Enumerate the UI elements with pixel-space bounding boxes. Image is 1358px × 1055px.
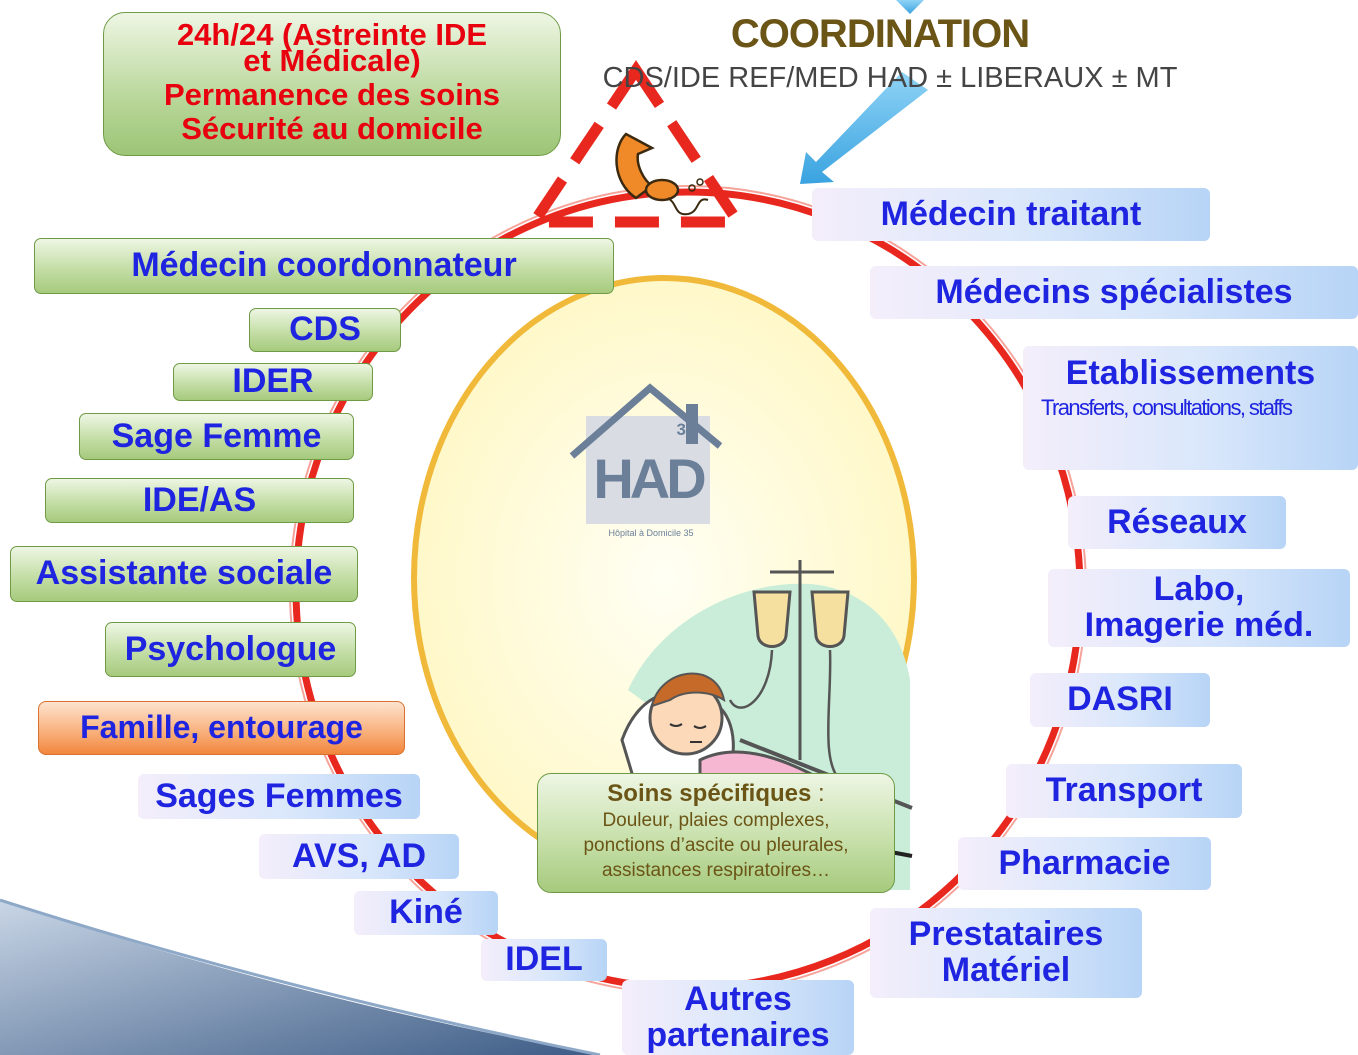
coordination-arrow xyxy=(800,72,928,184)
node-sages-femmes: Sages Femmes xyxy=(138,774,420,819)
node-medecin-coordonnateur: Médecin coordonnateur xyxy=(34,238,614,294)
node-pharmacie: Pharmacie xyxy=(958,837,1211,890)
soins-line-3: assistances respiratoires… xyxy=(601,859,831,881)
astreinte-line-3: Sécurité au domicile xyxy=(181,111,483,147)
soins-heading-suffix: : xyxy=(811,780,825,807)
astreinte-line-2: Permanence des soins xyxy=(164,76,500,112)
node-labo-imagerie: Labo, Imagerie méd. xyxy=(1048,569,1350,647)
astreinte-line-1: 24h/24 (Astreinte IDE et Médicale) xyxy=(176,17,488,79)
node-assistante-sociale: Assistante sociale xyxy=(10,546,358,602)
had-logo-text: HAD xyxy=(593,447,706,510)
node-medecin-traitant: Médecin traitant xyxy=(812,188,1210,241)
coordination-subtitle: CDS/IDE REF/MED HAD ± LIBERAUX ± MT xyxy=(602,62,1178,94)
soins-heading: Soins spécifiques xyxy=(607,780,812,807)
node-autres-partenaires: Autres partenaires xyxy=(622,980,854,1055)
node-prestataires-line-2: Matériel xyxy=(941,951,1071,989)
node-psychologue: Psychologue xyxy=(105,622,356,677)
soins-line-1: Douleur, plaies complexes, xyxy=(602,810,830,832)
had-logo-number: 35 xyxy=(676,420,696,439)
coordination-title: COORDINATION xyxy=(730,12,1030,56)
node-labo-line-2: Imagerie méd. xyxy=(1084,606,1314,644)
alert-triangle xyxy=(523,60,749,228)
node-ide-as: IDE/AS xyxy=(45,478,354,523)
node-autres-line-2: partenaires xyxy=(646,1015,830,1054)
node-ider: IDER xyxy=(173,363,373,401)
phone-icon xyxy=(615,132,709,216)
node-etablissements-label: Etablissements xyxy=(1065,354,1316,392)
node-etablissements: Etablissements Transferts, consultations… xyxy=(1023,346,1358,470)
top-arrow-stub xyxy=(896,0,924,14)
node-prestataires-materiel: Prestataires Matériel xyxy=(870,908,1142,998)
node-labo-line-1: Labo, xyxy=(1153,570,1245,609)
astreinte-box: 24h/24 (Astreinte IDE et Médicale) Perma… xyxy=(103,12,561,156)
node-transport: Transport xyxy=(1006,764,1242,818)
node-idel: IDEL xyxy=(481,939,607,981)
had-logo-caption: Hôpital à Domicile 35 xyxy=(608,528,694,538)
soins-specifiques-box: Soins spécifiques : Douleur, plaies comp… xyxy=(537,773,895,893)
node-dasri: DASRI xyxy=(1030,673,1210,727)
node-kine: Kiné xyxy=(354,891,498,935)
had-logo xyxy=(569,383,723,524)
soins-line-2: ponctions d’ascite ou pleurales, xyxy=(583,834,849,856)
corner-wedge xyxy=(0,900,600,1055)
node-prestataires-line-1: Prestataires xyxy=(908,915,1104,954)
node-sage-femme: Sage Femme xyxy=(79,413,354,460)
node-medecins-specialistes: Médecins spécialistes xyxy=(870,266,1358,319)
node-cds: CDS xyxy=(249,308,401,352)
node-autres-line-1: Autres xyxy=(684,979,792,1018)
node-etablissements-detail: Transferts, consultations, staffs xyxy=(1041,394,1293,420)
node-famille-entourage: Famille, entourage xyxy=(38,701,405,755)
node-avs-ad: AVS, AD xyxy=(259,834,459,879)
node-reseaux: Réseaux xyxy=(1068,496,1286,549)
